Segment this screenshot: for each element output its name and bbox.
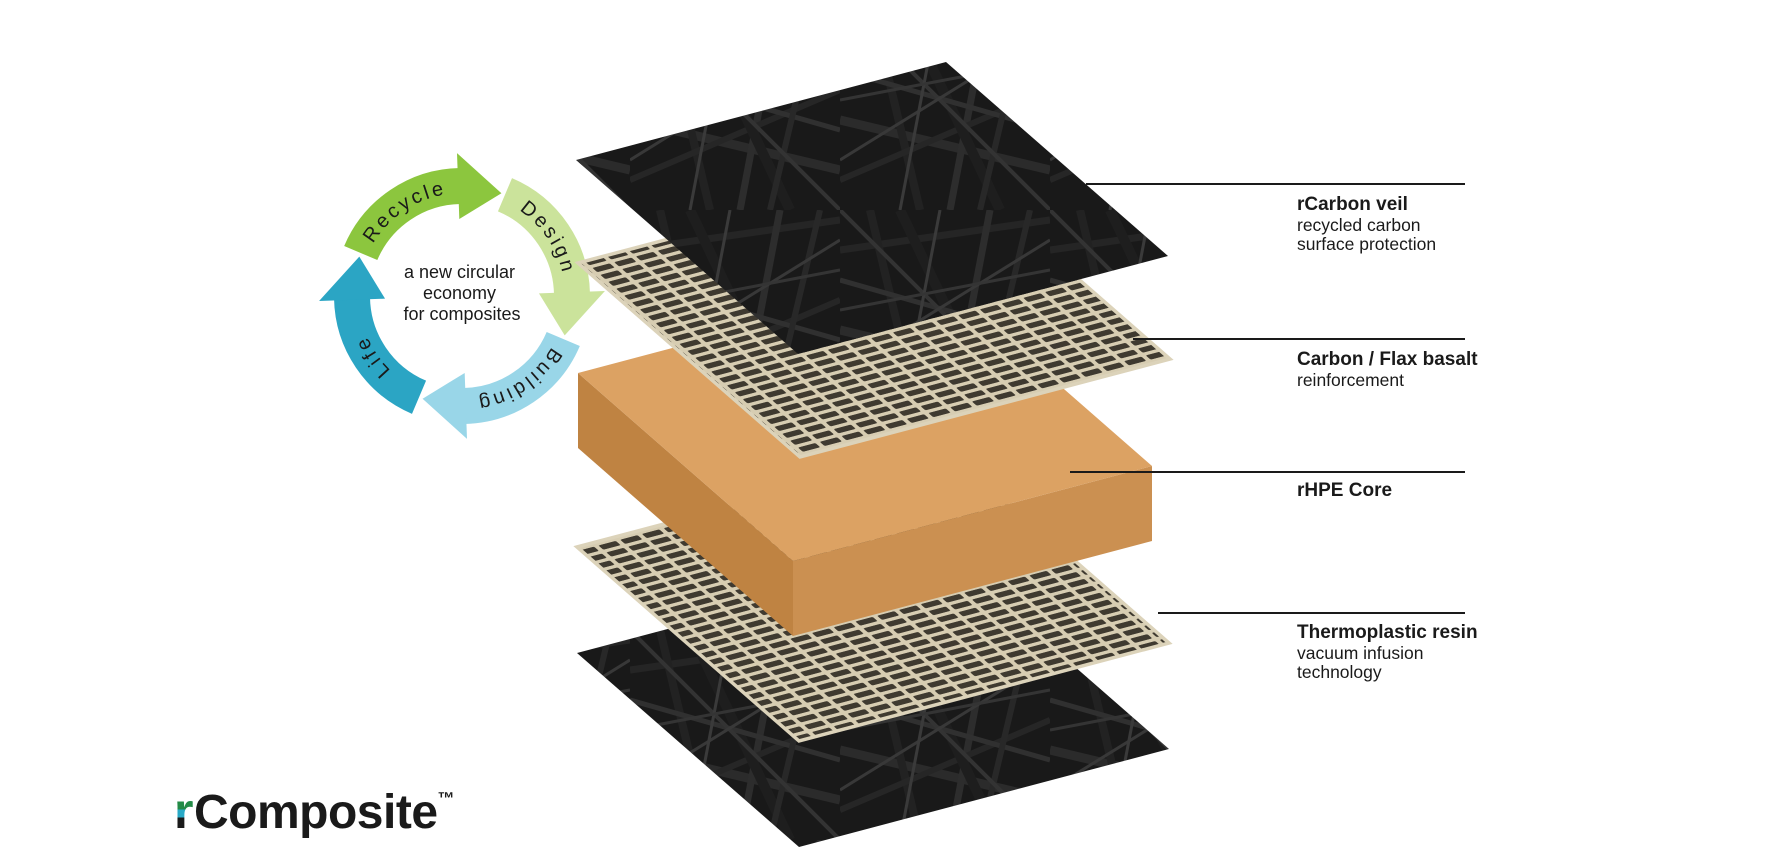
circular-economy-diagram bbox=[319, 153, 605, 439]
core-right-face bbox=[793, 466, 1152, 636]
cycle-arc-building bbox=[463, 331, 580, 424]
cycle-arrowhead-life bbox=[319, 256, 386, 301]
carbon-veil-top-sheet bbox=[576, 62, 1168, 354]
cycle-caption-line1: a new circular bbox=[404, 262, 515, 282]
label-carbon-veil: rCarbon veil recycled carbon surface pro… bbox=[1297, 195, 1497, 253]
cycle-caption-line3: for composites bbox=[403, 304, 520, 324]
logo-letter-r: r bbox=[174, 783, 193, 839]
cycle-center-caption: a new circular economy for composites bbox=[403, 262, 520, 324]
label-core: rHPE Core bbox=[1297, 481, 1497, 502]
callout-line-core bbox=[1070, 471, 1465, 473]
label-reinforcement: Carbon / Flax basalt reinforcement bbox=[1297, 350, 1497, 390]
callout-line-resin bbox=[1158, 612, 1465, 614]
cycle-caption-line2: economy bbox=[423, 283, 496, 303]
callout-line-reinforcement bbox=[1133, 338, 1465, 340]
label-title: rCarbon veil bbox=[1297, 194, 1408, 215]
logo-word: Composite bbox=[194, 786, 438, 839]
logo-wordmark: Composite™ bbox=[194, 786, 454, 839]
label-resin: Thermoplastic resin vacuum infusion tech… bbox=[1297, 623, 1497, 681]
label-title: Carbon / Flax basalt bbox=[1297, 349, 1478, 370]
label-desc-line: technology bbox=[1297, 661, 1382, 682]
callout-line-carbon-veil bbox=[1086, 183, 1465, 185]
label-title: Thermoplastic resin bbox=[1297, 622, 1478, 643]
cycle-arrowhead-recycle bbox=[457, 153, 502, 220]
label-title: rHPE Core bbox=[1297, 480, 1393, 501]
label-desc-line: surface protection bbox=[1297, 233, 1437, 254]
label-desc-line: recycled carbon bbox=[1297, 215, 1421, 235]
core-left-face bbox=[578, 373, 793, 636]
cycle-arc-recycle bbox=[344, 168, 461, 261]
cycle-arc-life bbox=[334, 297, 427, 414]
cycle-arrowhead-design bbox=[538, 291, 605, 336]
trademark-symbol: ™ bbox=[438, 789, 455, 808]
rcomposite-logo: r Composite™ bbox=[174, 783, 455, 839]
label-desc-line: vacuum infusion bbox=[1297, 643, 1424, 663]
cycle-arrowhead-building bbox=[422, 372, 467, 439]
cycle-arc-design bbox=[497, 178, 590, 295]
label-desc-line: reinforcement bbox=[1297, 370, 1404, 390]
